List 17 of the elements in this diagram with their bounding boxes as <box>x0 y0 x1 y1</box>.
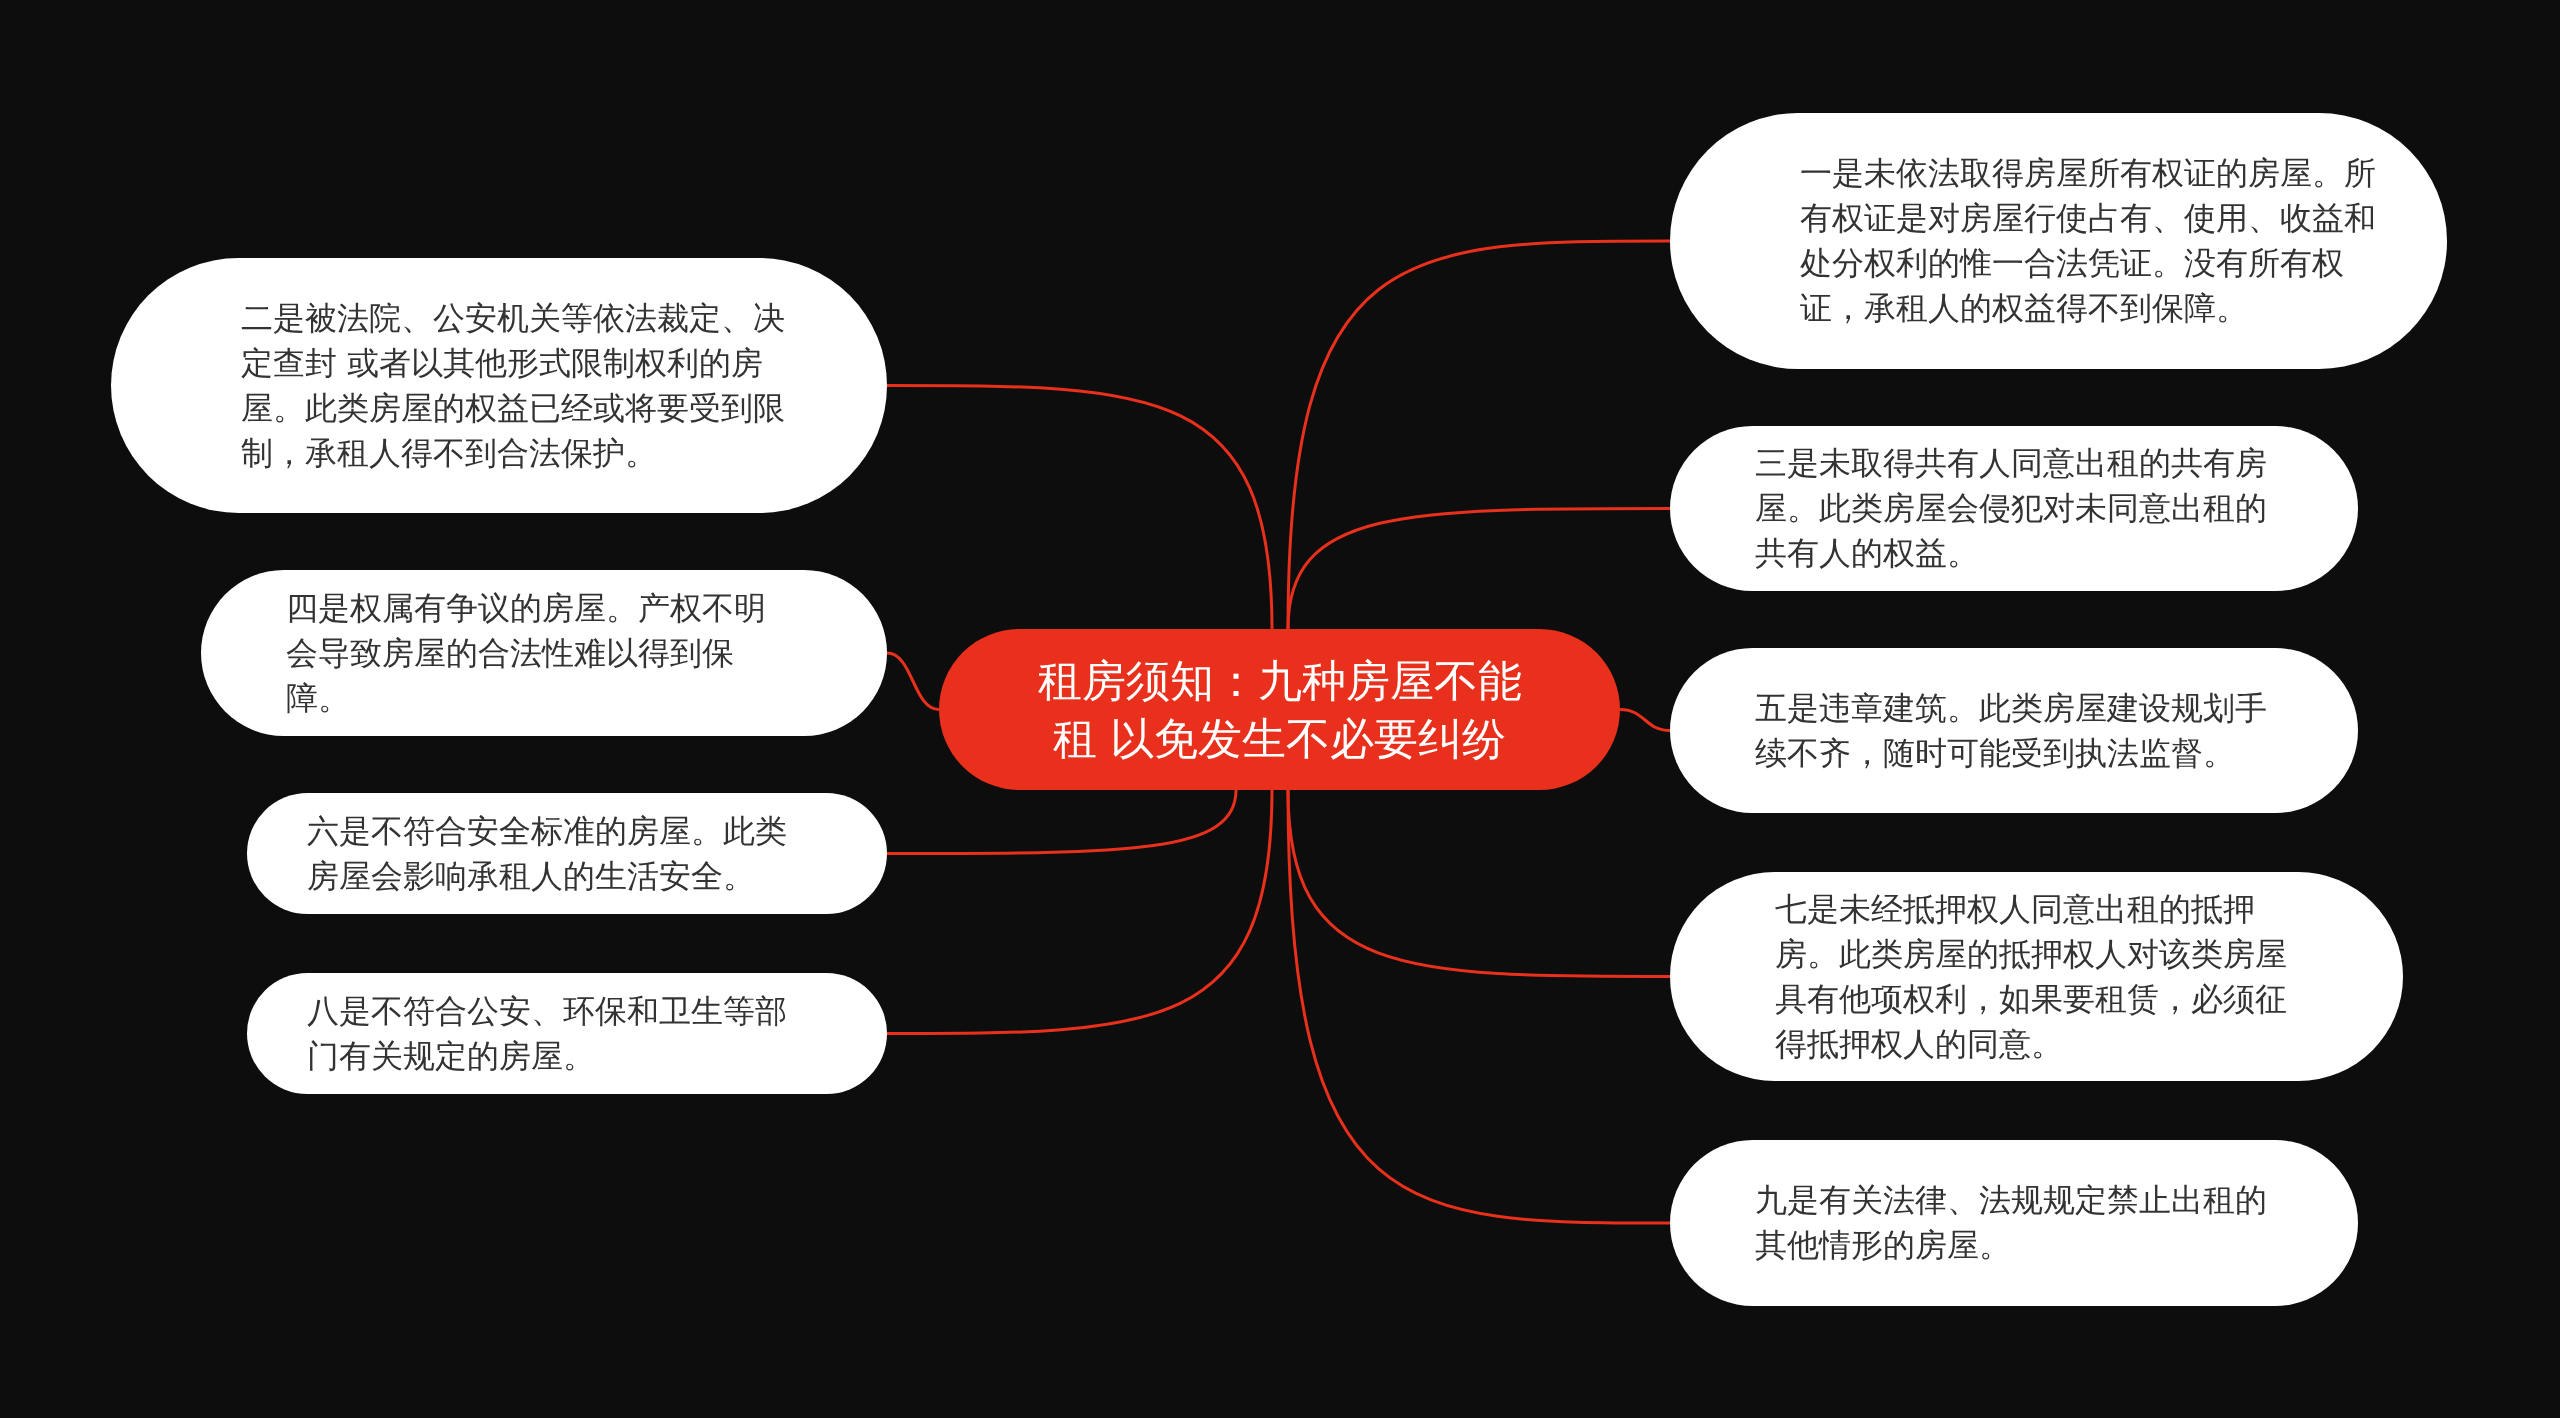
topic-bubble: 一是未依法取得房屋所有权证的房屋。所有权证是对房屋行使占有、使用、收益和处分权利的惟一合法凭证。没有所有权证，承租人的权益得不到保障。 <box>1670 113 2447 369</box>
connector-line <box>1286 789 1670 1225</box>
topic-bubble: 四是权属有争议的房屋。产权不明会导致房屋的合法性难以得到保障。 <box>201 570 887 736</box>
topic-bubble: 七是未经抵押权人同意出租的抵押房。此类房屋的抵押权人对该类房屋具有他项权利，如果要租赁，必须征得抵押权人的同意。 <box>1670 872 2403 1081</box>
topic-bubble: 六是不符合安全标准的房屋。此类房屋会影响承租人的生活安全。 <box>247 793 887 914</box>
topic-bubble: 二是被法院、公安机关等依法裁定、决定查封 或者以其他形式限制权利的房屋。此类房屋的权益已经或将要受到限制，承租人得不到合法保护。 <box>111 258 887 513</box>
topic-bubble: 八是不符合公安、环保和卫生等部门有关规定的房屋。 <box>247 973 887 1094</box>
connector-line <box>1286 239 1670 630</box>
connector-line <box>1286 507 1670 630</box>
connector-line <box>886 651 940 711</box>
topic-bubble: 五是违章建筑。此类房屋建设规划手续不齐，随时可能受到执法监督。 <box>1670 648 2358 813</box>
connector-line <box>887 789 1274 1035</box>
connector-line <box>887 384 1274 630</box>
central-topic-bubble: 租房须知：九种房屋不能租 以免发生不必要纠纷 <box>939 629 1620 790</box>
topic-bubble: 三是未取得共有人同意出租的共有房屋。此类房屋会侵犯对未同意出租的共有人的权益。 <box>1670 426 2358 591</box>
topic-bubble: 九是有关法律、法规规定禁止出租的其他情形的房屋。 <box>1670 1140 2358 1306</box>
connector-line <box>887 789 1238 855</box>
